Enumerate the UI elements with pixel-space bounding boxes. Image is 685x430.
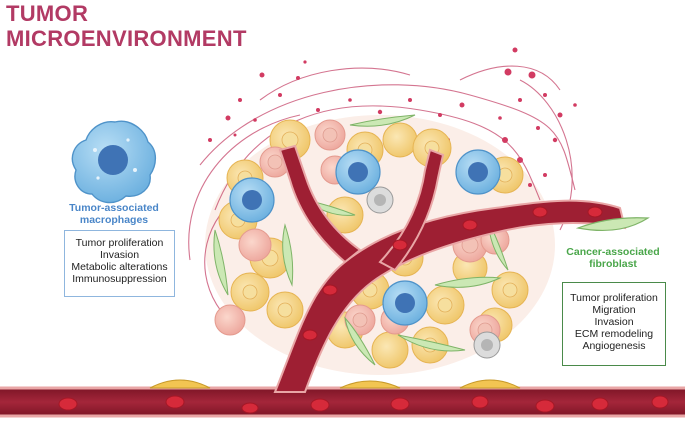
macrophage-icon	[71, 120, 157, 204]
macrophage-label-line1: Tumor-associated	[69, 202, 159, 214]
fibroblast-function-item: Migration	[592, 304, 636, 316]
macrophage-function-item: Invasion	[99, 249, 140, 261]
fibroblasts-in-tumor	[213, 114, 509, 366]
macrophage-function-item: Immunosuppression	[72, 273, 167, 285]
diagram-title-line1: TUMOR	[6, 1, 89, 26]
fibroblast-function-item: Angiogenesis	[582, 340, 646, 352]
red-blood-cells	[58, 206, 669, 414]
diagram-title-line2: MICROENVIRONMENT	[6, 26, 247, 51]
macrophage-function-item: Metabolic alterations	[71, 261, 168, 273]
grey-cells	[366, 186, 501, 359]
ecm-fibers	[188, 65, 576, 331]
endothelial-cells	[149, 379, 521, 389]
secreted-particles	[208, 47, 577, 212]
macrophage-label: Tumor-associated macrophages	[44, 202, 184, 226]
macrophage-function-item: Tumor proliferation	[75, 237, 164, 249]
fibroblast-function-item: Tumor proliferation	[570, 292, 658, 304]
macrophage-functions-box: Tumor proliferation Invasion Metabolic a…	[64, 230, 175, 297]
blood-vessels	[0, 144, 685, 418]
fibroblast-icon	[575, 217, 650, 232]
macrophages-in-tumor	[229, 149, 501, 326]
macrophage-label-line2: macrophages	[79, 214, 149, 226]
fibroblast-function-item: Invasion	[594, 316, 634, 328]
fibroblast-label-line1: Cancer-associated	[566, 246, 660, 258]
fibroblast-label-line2: fibroblast	[589, 258, 637, 270]
fibroblast-functions-box: Tumor proliferation Migration Invasion E…	[562, 282, 666, 366]
fibroblast-function-item: ECM remodeling	[574, 328, 654, 340]
fibroblast-label: Cancer-associated fibroblast	[548, 246, 678, 270]
